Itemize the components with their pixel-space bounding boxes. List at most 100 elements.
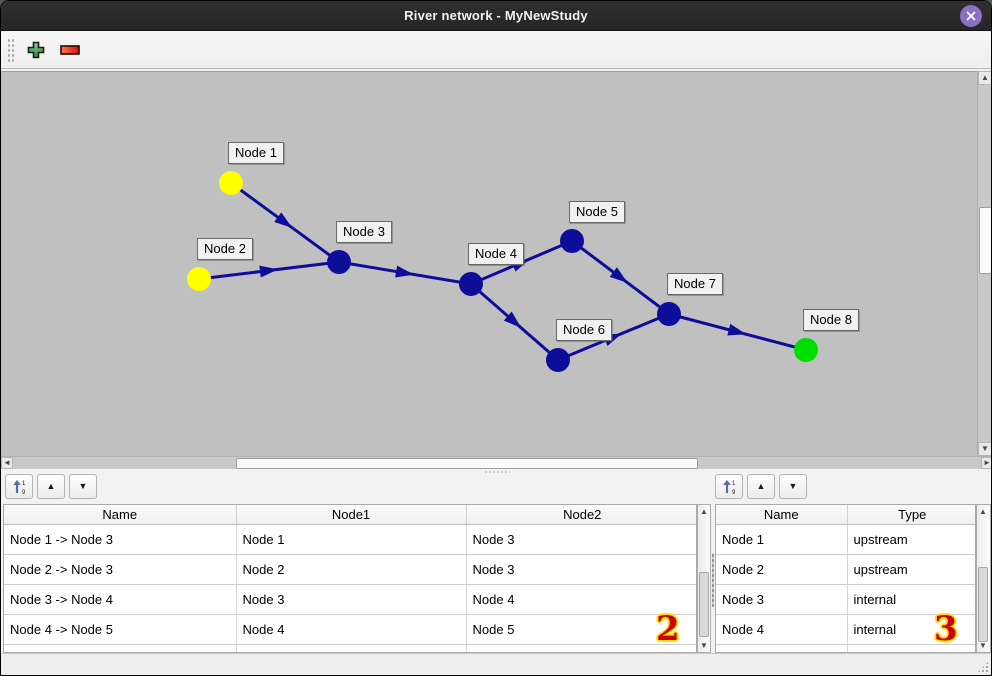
nodes-move-down-button[interactable]: ▼ [779,474,807,499]
table-cell[interactable]: Node 2 [716,554,848,585]
river-node[interactable] [219,171,243,195]
annotation-3: 3 [934,609,958,649]
table-cell [847,644,975,652]
link-arrow-icon [259,265,278,278]
remove-node-button[interactable] [57,37,83,63]
links-scroll-thumb[interactable] [699,572,709,637]
sort-icon: 1 9 [723,479,736,495]
table-row-empty [716,644,975,652]
scroll-up-icon[interactable]: ▲ [978,71,991,85]
canvas-hscroll-thumb[interactable] [236,458,698,469]
river-node[interactable] [459,272,483,296]
river-node[interactable] [560,229,584,253]
table-cell[interactable]: Node 4 [716,614,848,645]
scroll-down-icon[interactable]: ▼ [700,640,708,650]
title-bar[interactable]: River network - MyNewStudy [1,1,991,31]
add-icon [27,41,45,58]
horizontal-splitter[interactable] [1,469,991,474]
table-cell[interactable]: Node 2 [236,554,467,585]
table-cell[interactable]: Node 1 [716,524,848,555]
svg-text:9: 9 [22,490,26,495]
table-row-empty [4,644,696,652]
links-sort-button[interactable]: 1 9 [5,474,33,499]
table-cell[interactable]: Node 4 [466,584,696,615]
toolbar-drag-handle[interactable] [7,37,15,62]
add-node-button[interactable] [23,37,49,63]
link-arrow-icon [395,265,414,278]
node-label[interactable]: Node 3 [336,221,392,243]
scroll-right-icon[interactable]: ► [981,457,991,469]
table-cell[interactable]: Node 3 [466,524,696,555]
annotation-2: 2 [656,609,680,649]
node-label[interactable]: Node 1 [228,142,284,164]
river-network-svg [187,171,818,372]
resize-grip[interactable] [977,661,989,673]
column-header[interactable]: Name [716,505,848,525]
column-header[interactable]: Node1 [236,505,467,525]
node-label[interactable]: Node 7 [667,273,723,295]
table-cell[interactable]: Node 5 [466,614,696,645]
table-cell[interactable]: Node 4 [236,614,467,645]
triangle-down-icon: ▼ [78,481,88,491]
svg-text:1: 1 [22,481,26,487]
table-cell[interactable]: Node 3 [466,554,696,585]
canvas-horizontal-scrollbar[interactable]: ◄ ► [1,456,991,469]
table-cell[interactable]: Node 4 -> Node 5 [4,614,237,645]
table-cell[interactable]: Node 3 [716,584,848,615]
nodes-move-up-button[interactable]: ▲ [747,474,775,499]
svg-text:9: 9 [732,490,736,495]
nodes-sort-button[interactable]: 1 9 [715,474,743,499]
river-node[interactable] [327,250,351,274]
table-cell[interactable]: Node 1 [236,524,467,555]
table-cell[interactable]: upstream [847,524,975,555]
scroll-up-icon[interactable]: ▲ [979,506,987,516]
canvas-vertical-scrollbar[interactable]: ▲ ▼ [977,71,991,456]
links-move-down-button[interactable]: ▼ [69,474,97,499]
table-cell[interactable]: Node 3 -> Node 4 [4,584,237,615]
table-cell[interactable]: internal [847,584,975,615]
column-header[interactable]: Node2 [466,505,696,525]
links-table-scrollbar[interactable]: ▲ ▼ [697,504,711,653]
node-label[interactable]: Node 8 [803,309,859,331]
table-cell[interactable]: Node 1 -> Node 3 [4,524,237,555]
table-cell[interactable]: Node 3 [236,584,467,615]
status-bar [1,653,991,675]
node-label[interactable]: Node 6 [556,319,612,341]
nodes-table-scrollbar[interactable]: ▲ ▼ [976,504,991,653]
scroll-up-icon[interactable]: ▲ [700,506,708,516]
column-header[interactable]: Name [4,505,237,525]
table-cell[interactable]: internal [847,614,975,645]
node-label[interactable]: Node 5 [569,201,625,223]
river-node[interactable] [546,348,570,372]
table-cell[interactable]: upstream [847,554,975,585]
link-arrow-icon [727,323,747,336]
vertical-splitter[interactable] [710,541,715,619]
river-node[interactable] [794,338,818,362]
nodes-scroll-thumb[interactable] [978,567,988,642]
column-header[interactable]: Type [847,505,975,525]
node-label[interactable]: Node 2 [197,238,253,260]
scroll-down-icon[interactable]: ▼ [978,442,991,456]
close-button[interactable] [960,5,982,27]
table-cell [4,644,237,652]
river-node[interactable] [187,267,211,291]
scroll-down-icon[interactable]: ▼ [979,640,987,650]
scroll-left-icon[interactable]: ◄ [1,457,13,469]
node-label[interactable]: Node 4 [468,243,524,265]
river-node[interactable] [657,302,681,326]
table-cell[interactable]: Node 2 -> Node 3 [4,554,237,585]
canvas-vscroll-thumb[interactable] [979,207,991,274]
links-move-up-button[interactable]: ▲ [37,474,65,499]
close-icon [966,11,976,21]
